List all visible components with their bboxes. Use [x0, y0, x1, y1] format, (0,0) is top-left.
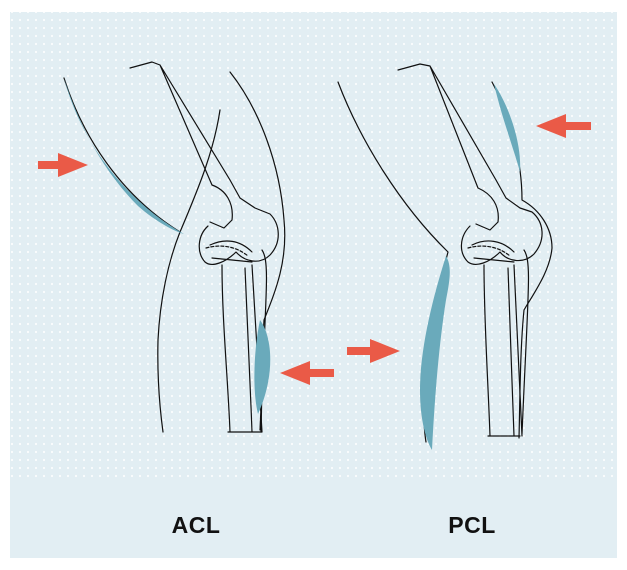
dot-pattern: [10, 12, 617, 480]
pcl-label: PCL: [448, 512, 496, 539]
acl-label: ACL: [172, 512, 221, 539]
